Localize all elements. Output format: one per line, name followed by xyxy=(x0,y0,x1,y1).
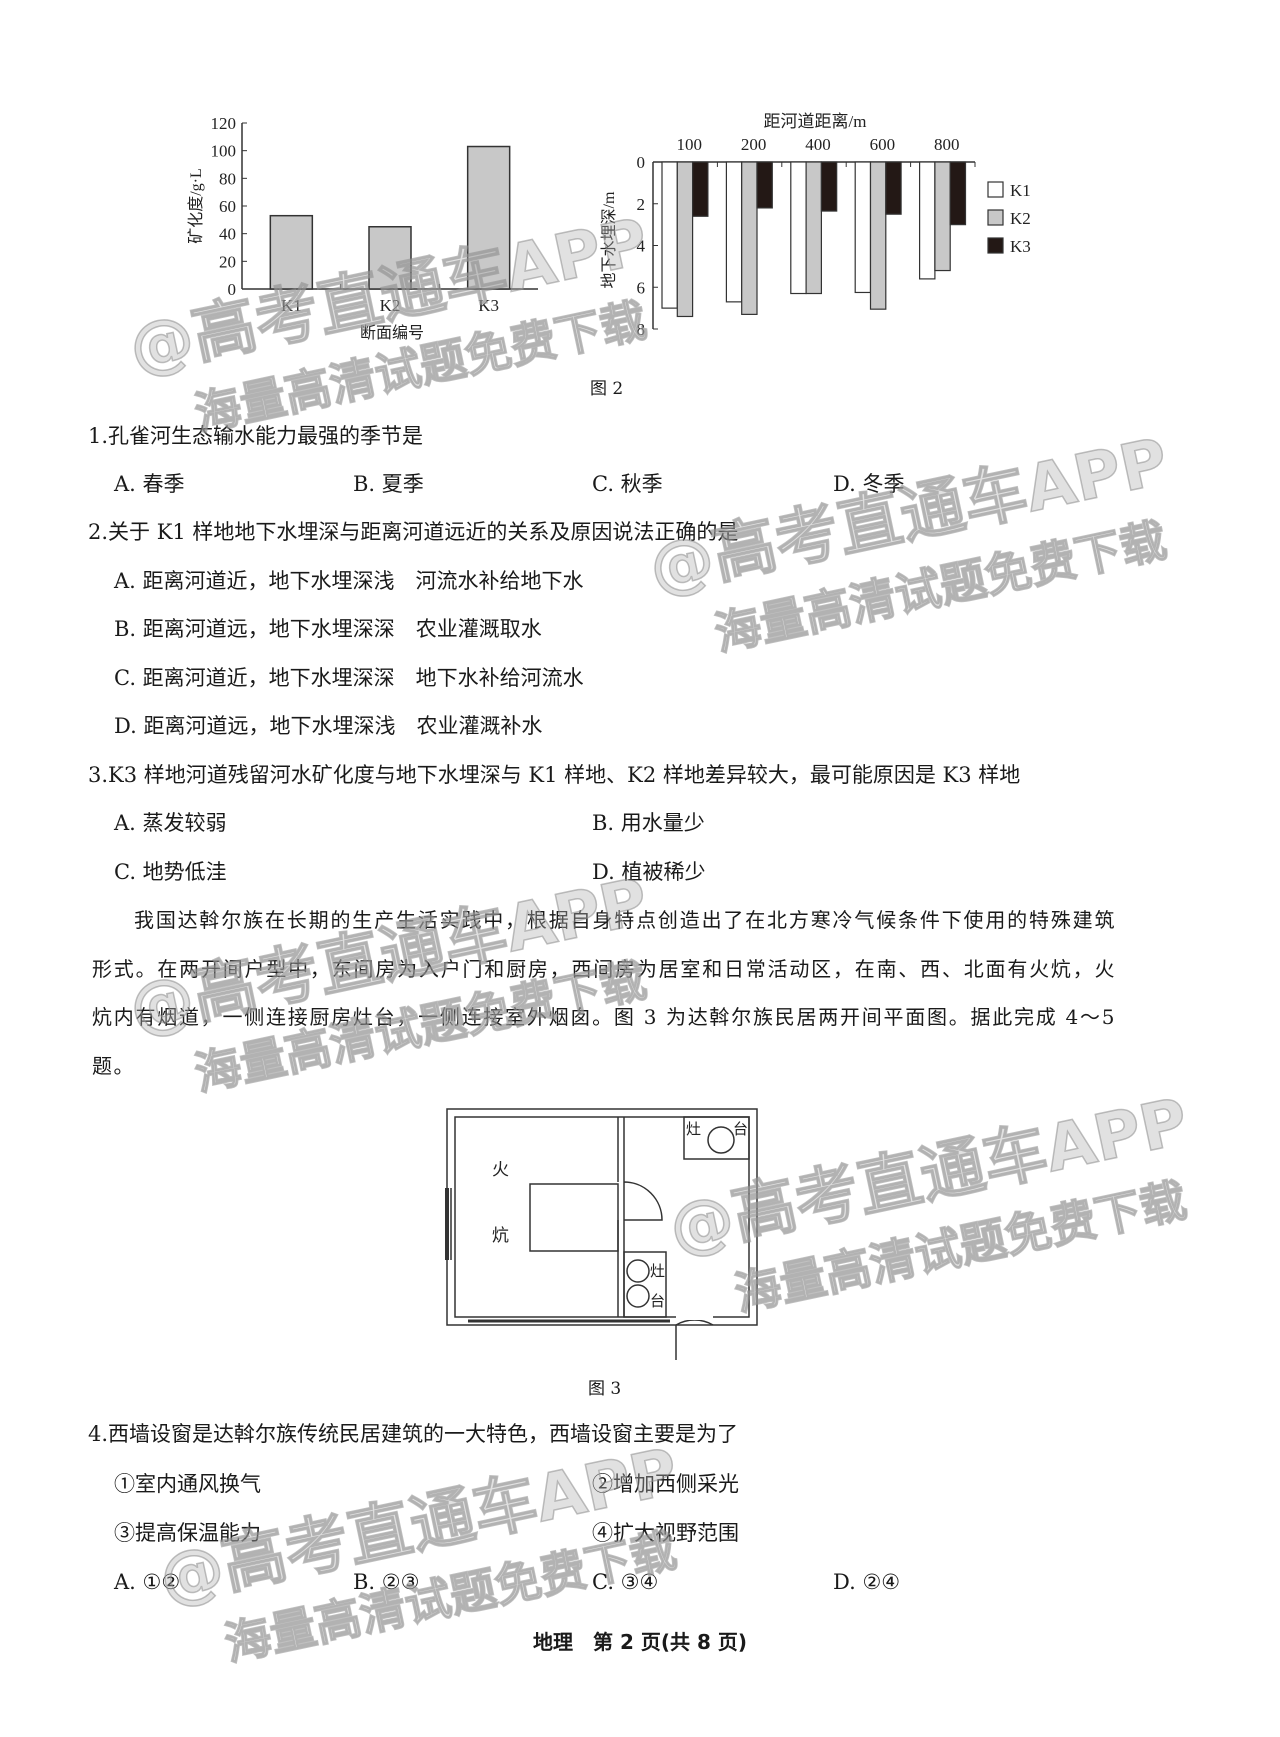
chart2-bar-k2-800 xyxy=(934,161,951,272)
chart2-bar-k1-600 xyxy=(854,161,872,294)
q4-item-1: ①室内通风换气 xyxy=(114,1472,261,1496)
legend-swatch-k1 xyxy=(987,181,1004,198)
chart1-bar-k3 xyxy=(466,145,511,290)
legend-label-k1: K1 xyxy=(1010,181,1031,200)
chart1-y-tick-label: 120 xyxy=(211,114,237,133)
q1-option-b: B. 夏季 xyxy=(353,472,424,496)
stove-top-label-1: 灶 xyxy=(686,1121,701,1138)
stove-bottom-pot-2 xyxy=(626,1284,650,1308)
outer-wall xyxy=(446,1108,758,1326)
q4-option-d: D. ②④ xyxy=(833,1570,901,1594)
chart1-x-tick-label: K2 xyxy=(380,296,401,315)
q1-option-c: C. 秋季 xyxy=(592,472,663,496)
chart1-y-tick-label: 20 xyxy=(219,252,236,271)
kang-label-1: 火 xyxy=(492,1160,509,1179)
q1-option-a: A. 春季 xyxy=(114,472,185,496)
chart2-y-tick-label: 8 xyxy=(637,320,646,339)
figure-3-caption: 图 3 xyxy=(588,1379,622,1399)
chart2-bar-k3-400 xyxy=(820,161,838,212)
chart2-y-tick-label: 2 xyxy=(637,195,646,214)
q4-item-4: ④扩大视野范围 xyxy=(592,1521,739,1545)
chart2-bar-k1-200 xyxy=(725,161,743,303)
q3-option-a: A. 蒸发较弱 xyxy=(114,811,227,835)
chart1-xlabel: 断面编号 xyxy=(360,324,424,342)
q4-option-c: C. ③④ xyxy=(592,1570,659,1594)
chart2-bar-k3-600 xyxy=(885,161,902,215)
chart2-ylabel: 地下水埋深/m xyxy=(600,191,618,288)
stove-bottom-pot-1 xyxy=(626,1259,650,1283)
chart1-bar-k2 xyxy=(368,226,412,290)
figure-2-caption: 图 2 xyxy=(590,379,624,399)
page-footer: 地理 第 2 页(共 8 页) xyxy=(533,1630,747,1654)
chart2-bar-k3-100 xyxy=(691,161,709,217)
question-2-stem: 2.关于 K1 样地地下水埋深与距离河道远近的关系及原因说法正确的是 xyxy=(88,520,739,544)
chart2-bar-k3-800 xyxy=(949,161,967,226)
chart1-x-tick-label: K1 xyxy=(281,296,302,315)
chart2-bar-k3-200 xyxy=(756,161,773,209)
chart2-x-tick-label: 400 xyxy=(805,135,831,154)
chart1-y-tick-label: 60 xyxy=(219,197,236,216)
chart2-x-tick-label: 200 xyxy=(741,135,767,154)
q4-item-3: ③提高保温能力 xyxy=(114,1521,261,1545)
chart1-y-tick-label: 0 xyxy=(228,280,237,299)
q1-option-d: D. 冬季 xyxy=(833,472,905,496)
chart1-x-tick-label: K3 xyxy=(478,296,499,315)
chart1-y-tick-label: 80 xyxy=(219,169,236,188)
question-4-stem: 4.西墙设窗是达斡尔族传统民居建筑的一大特色，西墙设窗主要是为了 xyxy=(88,1422,739,1446)
chart2-bar-k1-800 xyxy=(918,161,936,280)
question-3-stem: 3.K3 样地河道残留河水矿化度与地下水埋深与 K1 样地、K2 样地差异较大，… xyxy=(88,763,1021,787)
inner-wall xyxy=(454,1116,750,1318)
chart2-y-tick-label: 4 xyxy=(637,237,646,256)
chart2-bar-k2-100 xyxy=(676,161,694,318)
chart2-bar-k2-200 xyxy=(741,161,758,315)
passage-text: 我国达斡尔族在长期的生产生活实践中，根据自身特点创造出了在北方寒冷气候条件下使用… xyxy=(92,908,1116,1078)
stove-top-label-2: 台 xyxy=(733,1121,748,1138)
floor-plan-figure: 火 炕 灶 台 灶 台 xyxy=(445,1108,758,1360)
q3-option-b: B. 用水量少 xyxy=(592,811,705,835)
chart2-x-tick-label: 800 xyxy=(934,135,960,154)
legend-label-k2: K2 xyxy=(1010,209,1031,228)
q4-option-a: A. ①② xyxy=(114,1570,181,1594)
chart2-bar-k1-100 xyxy=(661,161,678,309)
entrance-door xyxy=(675,1319,714,1360)
q3-option-d: D. 植被稀少 xyxy=(592,860,706,884)
watermark-line-1: @高考直通车APP xyxy=(642,424,1175,608)
kang-label-2: 炕 xyxy=(492,1226,509,1245)
chart2-x-tick-label: 100 xyxy=(676,135,702,154)
legend-label-k3: K3 xyxy=(1010,237,1031,256)
passage: 我国达斡尔族在长期的生产生活实践中，根据自身特点创造出了在北方寒冷气候条件下使用… xyxy=(92,896,1116,1090)
stove-top xyxy=(683,1116,750,1160)
legend-swatch-k3 xyxy=(987,237,1004,254)
chart1-ylabel: 矿化度/g·L xyxy=(187,168,205,244)
kang-flue-block xyxy=(529,1183,619,1252)
stove-bottom-label-2: 台 xyxy=(650,1293,665,1310)
q2-option-d: D. 距离河道远，地下水埋深浅 农业灌溉补水 xyxy=(114,714,543,738)
stove-top-pot xyxy=(707,1126,735,1154)
q3-option-c: C. 地势低洼 xyxy=(114,860,227,884)
stove-bottom xyxy=(623,1251,667,1318)
groundwater-depth-bar-chart: 距河道距离/m 地下水埋深/m 0 2 4 6 8 100 200 400 600 800K1K2… xyxy=(600,112,1031,339)
chart1-y-tick-label: 100 xyxy=(211,142,237,161)
chart2-bar-k1-400 xyxy=(790,161,807,295)
q4-option-b: B. ②③ xyxy=(353,1570,420,1594)
chart2-bar-k2-400 xyxy=(805,161,822,295)
q2-option-a: A. 距离河道近，地下水埋深浅 河流水补给地下水 xyxy=(114,569,584,593)
interior-door xyxy=(623,1181,663,1221)
stove-bottom-label-1: 灶 xyxy=(650,1263,665,1280)
chart2-y-tick-label: 6 xyxy=(637,278,646,297)
watermark-line-2: 海量高清试题免费下载 xyxy=(709,512,1172,662)
q4-item-2: ②增加西侧采光 xyxy=(592,1472,739,1496)
legend-swatch-k2 xyxy=(987,209,1004,226)
chart1-y-tick-label: 40 xyxy=(219,225,236,244)
chart1-bar-k1 xyxy=(269,214,314,290)
q2-option-b: B. 距离河道远，地下水埋深深 农业灌溉取水 xyxy=(114,617,542,641)
chart2-y-tick-label: 0 xyxy=(637,153,646,172)
q2-option-c: C. 距离河道近，地下水埋深深 地下水补给河流水 xyxy=(114,666,584,690)
watermark-line-2: 海量高清试题免费下载 xyxy=(729,1172,1192,1322)
question-1-stem: 1.孔雀河生态输水能力最强的季节是 xyxy=(88,424,424,448)
chart2-x-tick-label: 600 xyxy=(870,135,896,154)
chart2-title: 距河道距离/m xyxy=(764,112,867,131)
chart2-bar-k2-600 xyxy=(869,161,887,310)
